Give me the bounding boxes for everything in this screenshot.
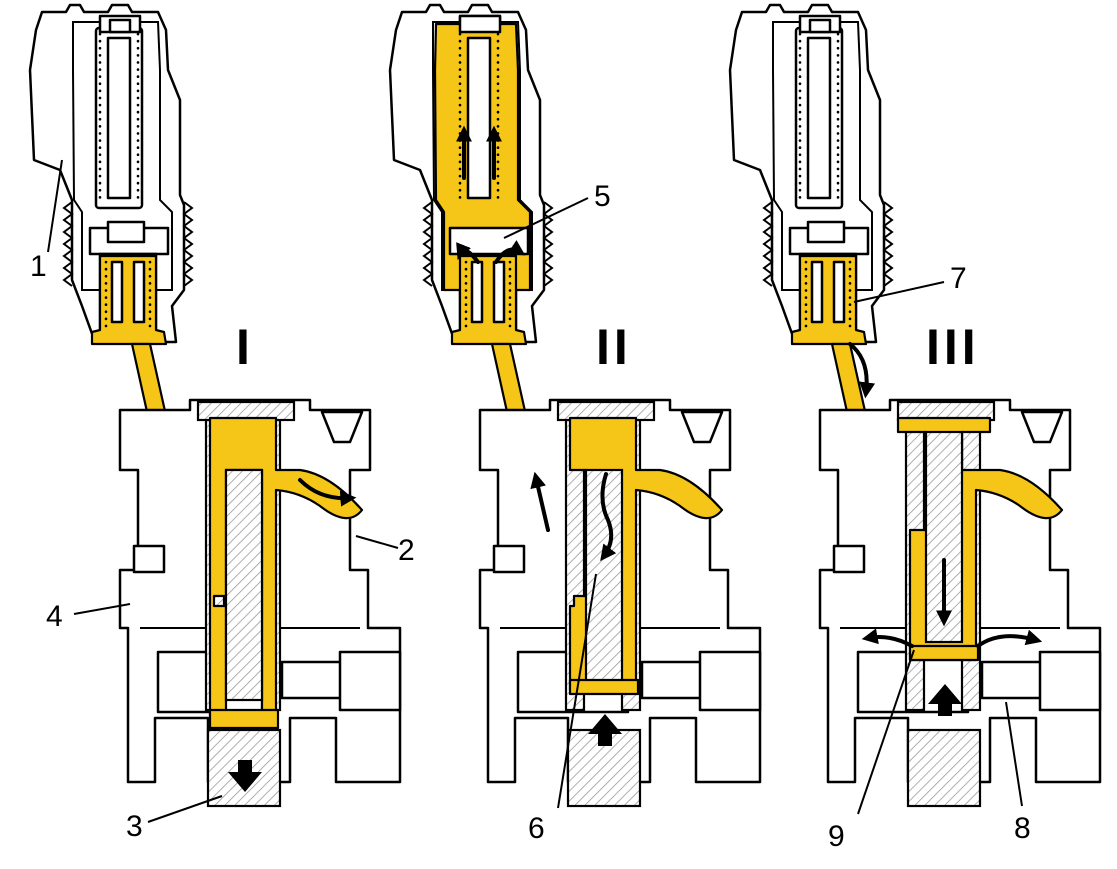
callout-3: 3 [126,810,143,843]
stage-label: III [926,319,980,375]
callout-1: 1 [30,250,47,283]
callout-8: 8 [1014,812,1031,845]
stage-I: I [28,3,402,808]
plunger-arrow-down-icon [228,760,262,792]
callout-9: 9 [828,820,845,853]
stage-II: II [388,3,762,808]
stage-label: II [596,319,632,375]
plunger-arrow-up-icon [588,714,622,746]
callout-2: 2 [398,534,415,567]
callout-7: 7 [950,262,967,295]
stage-III: III [728,3,1102,808]
callouts: 1 2 3 4 5 6 7 8 9 [30,159,1031,853]
stage-label: I [236,319,254,375]
plunger-arrow-up-icon [928,684,962,716]
callout-4: 4 [46,600,63,633]
callout-5: 5 [594,180,611,213]
callout-6: 6 [528,812,545,845]
